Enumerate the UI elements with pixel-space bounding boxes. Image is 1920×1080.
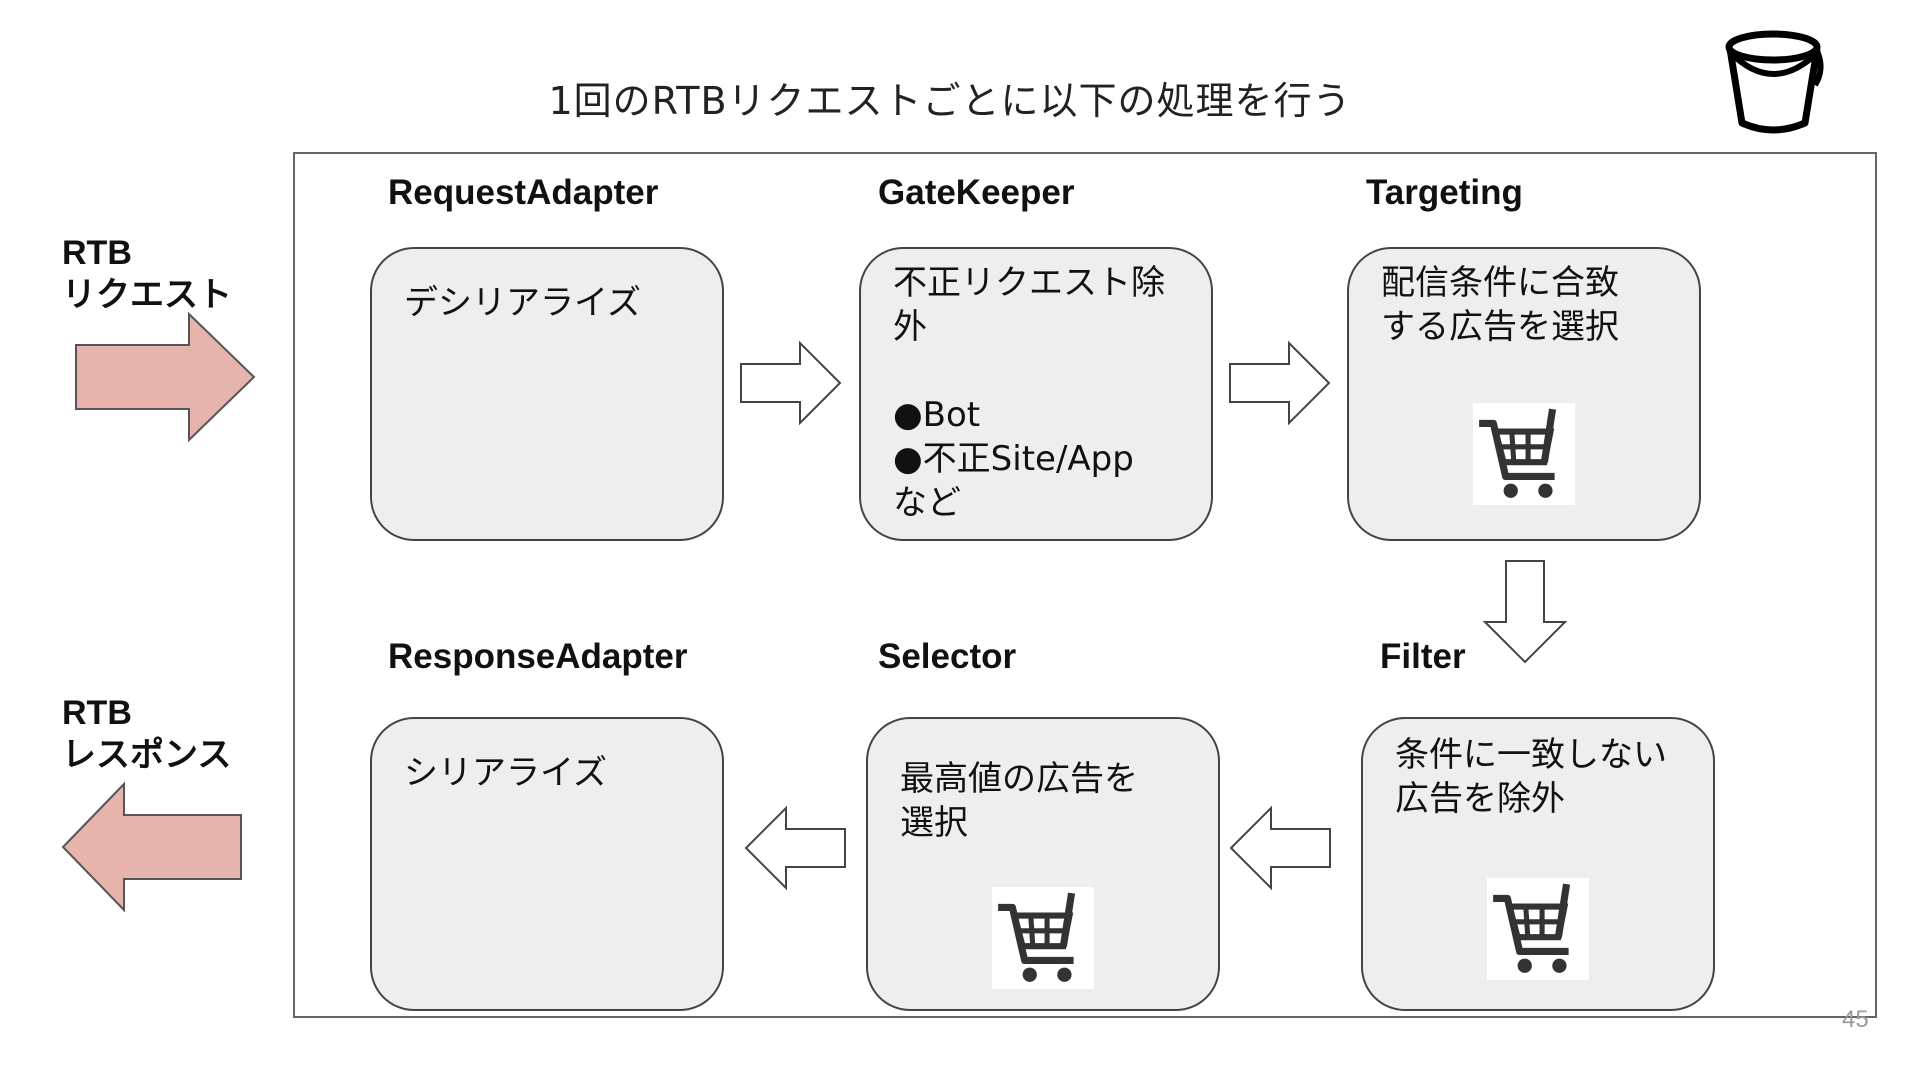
- box-text-line: 選択: [900, 803, 968, 843]
- stage-label-targeting: Targeting: [1366, 173, 1523, 212]
- stage-label-response-adapter: ResponseAdapter: [388, 637, 688, 676]
- rtb-response-label-line: レスポンス: [62, 736, 232, 774]
- filter-text: 条件に一致しない 広告を除外: [1395, 733, 1689, 821]
- box-text-line: シリアライズ: [404, 753, 607, 793]
- rtb-response-label: RTB レスポンス: [62, 692, 231, 776]
- rtb-request-label: RTB リクエスト: [62, 232, 232, 316]
- hollow-arrow-left-icon: [1229, 805, 1331, 891]
- box-text-line: 条件に一致しない: [1395, 735, 1667, 775]
- box-text-line: する広告を選択: [1381, 307, 1619, 347]
- page-number: 45: [1842, 1006, 1869, 1033]
- stage-label-filter: Filter: [1380, 637, 1466, 676]
- bucket-icon: [1725, 30, 1824, 134]
- selector-text: 最高値の広告を 選択: [900, 757, 1194, 845]
- response-adapter-box: シリアライズ: [370, 717, 724, 1011]
- targeting-text: 配信条件に合致 する広告を選択: [1381, 261, 1675, 349]
- response-adapter-text: シリアライズ: [404, 751, 698, 795]
- box-text-line: ●Bot: [893, 395, 981, 435]
- gatekeeper-box: 不正リクエスト除 外 ●Bot ●不正Site/App など: [859, 247, 1213, 541]
- box-text-line: [893, 349, 1187, 393]
- shopping-cart-icon: [1473, 403, 1575, 505]
- box-text-line: 外: [893, 307, 927, 347]
- stage-label-gatekeeper: GateKeeper: [878, 173, 1075, 212]
- rtb-response-label-line: RTB: [62, 694, 132, 732]
- slide-title: 1回のRTBリクエストごとに以下の処理を行う: [548, 79, 1352, 123]
- hollow-arrow-right-icon: [1229, 340, 1331, 426]
- pipeline-frame: [293, 152, 1877, 1018]
- hollow-arrow-down-icon: [1482, 560, 1568, 664]
- box-text-line: ●不正Site/App: [893, 439, 1134, 479]
- rtb-request-label-line: リクエスト: [62, 276, 232, 314]
- request-adapter-box: デシリアライズ: [370, 247, 724, 541]
- box-text-line: 最高値の広告を: [900, 759, 1138, 799]
- box-text-line: 不正リクエスト除: [893, 263, 1165, 303]
- rtb-request-label-line: RTB: [62, 234, 132, 272]
- block-arrow-in-icon: [75, 311, 256, 443]
- box-text-line: 広告を除外: [1395, 779, 1565, 819]
- box-text-line: デシリアライズ: [404, 283, 641, 323]
- hollow-arrow-right-icon: [740, 340, 842, 426]
- hollow-arrow-left-icon: [744, 805, 846, 891]
- box-text-line: 配信条件に合致: [1381, 263, 1619, 303]
- stage-label-selector: Selector: [878, 637, 1017, 676]
- request-adapter-text: デシリアライズ: [404, 281, 698, 325]
- box-text-line: など: [893, 483, 961, 523]
- shopping-cart-icon: [992, 887, 1094, 989]
- stage-label-request-adapter: RequestAdapter: [388, 173, 659, 212]
- shopping-cart-icon: [1487, 878, 1589, 980]
- block-arrow-out-icon: [61, 781, 242, 913]
- gatekeeper-text: 不正リクエスト除 外 ●Bot ●不正Site/App など: [893, 261, 1187, 525]
